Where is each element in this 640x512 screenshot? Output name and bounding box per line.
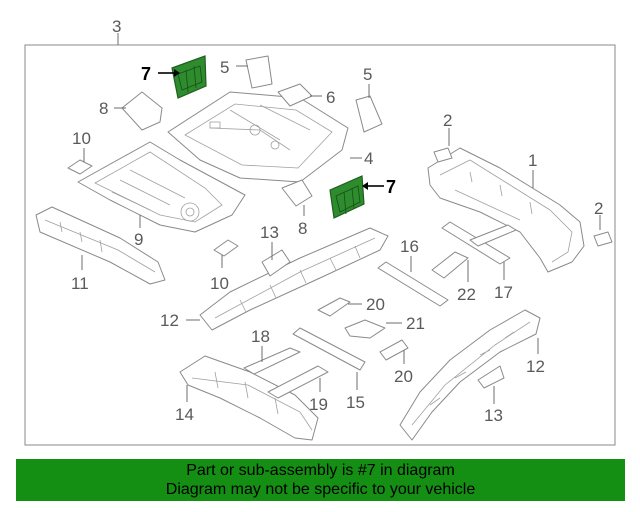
- arrow-7b: [362, 182, 368, 190]
- part-20-bracket-lower: [379, 339, 409, 361]
- callout-10a: 10: [72, 129, 91, 148]
- part-7-highlighted-lower: [329, 175, 365, 219]
- callout-22: 22: [457, 285, 476, 304]
- part-10-patch-upper: [67, 159, 93, 175]
- callout-6: 6: [326, 88, 335, 107]
- callout-14: 14: [175, 405, 194, 424]
- callout-8b: 8: [298, 219, 307, 238]
- callout-3: 3: [112, 17, 121, 36]
- footer-line-1: Part or sub-assembly is #7 in diagram: [186, 462, 455, 479]
- callout-12b: 12: [526, 357, 545, 376]
- callout-19: 19: [309, 395, 328, 414]
- part-4-floor-panel: [167, 91, 349, 183]
- callout-8a: 8: [99, 99, 108, 118]
- part-11-rear-rail-left: [35, 206, 166, 285]
- footer-line-2: Diagram may not be specific to your vehi…: [165, 481, 476, 498]
- diagram-frame: [24, 44, 616, 446]
- callout-9: 9: [134, 230, 143, 249]
- part-13-bracket-upper: [261, 249, 291, 277]
- part-16-reinforcement-bar: [377, 261, 449, 307]
- part-12-crossmember-left: [199, 227, 389, 331]
- callout-1: 1: [528, 151, 537, 170]
- callout-4: 4: [364, 149, 373, 168]
- callout-7b: 7: [386, 177, 396, 197]
- part-22-bracket: [431, 251, 469, 279]
- callout-16: 16: [400, 237, 419, 256]
- part-12-crossmember-right: [399, 309, 541, 441]
- callout-5a: 5: [220, 58, 229, 77]
- part-21-plate: [344, 319, 386, 339]
- arrow-7a: [174, 69, 180, 77]
- part-2-patch-upper: [433, 147, 453, 163]
- callout-2b: 2: [594, 199, 603, 218]
- part-7-highlighted-upper: [171, 55, 207, 99]
- callout-15: 15: [346, 393, 365, 412]
- part-9-rear-floor-pan: [77, 141, 246, 233]
- callout-11: 11: [71, 274, 89, 293]
- part-8-bracket-lower: [281, 179, 313, 207]
- part-5-bracket-upper: [245, 55, 273, 89]
- callout-7a: 7: [141, 64, 151, 84]
- callout-12a: 12: [160, 311, 179, 330]
- part-13-bracket-lower: [477, 365, 505, 389]
- callout-5b: 5: [363, 65, 372, 84]
- callout-20a: 20: [366, 295, 385, 314]
- callout-18: 18: [251, 327, 270, 346]
- part-18-bracket: [243, 347, 301, 375]
- part-1-rear-rail-right: [427, 147, 585, 273]
- part-10-patch-lower: [213, 239, 239, 257]
- part-14-crossmember-rear: [179, 355, 319, 441]
- part-20-bracket-upper: [317, 297, 351, 317]
- callout-20b: 20: [394, 367, 413, 386]
- callout-13b: 13: [484, 406, 503, 425]
- callout-17: 17: [494, 283, 513, 302]
- part-19-bracket: [267, 365, 329, 399]
- part-5-bracket-lower: [355, 95, 383, 133]
- callout-2a: 2: [443, 111, 452, 130]
- callout-10b: 10: [210, 274, 229, 293]
- callout-21: 21: [406, 314, 425, 333]
- part-2-patch-lower: [593, 231, 613, 247]
- part-8-bracket-upper: [121, 91, 163, 131]
- part-17-bracket: [441, 221, 517, 265]
- footer-banner: Part or sub-assembly is #7 in diagram Di…: [16, 459, 625, 501]
- callout-13a: 13: [260, 223, 279, 242]
- part-15-reinforcement-bar: [292, 327, 366, 371]
